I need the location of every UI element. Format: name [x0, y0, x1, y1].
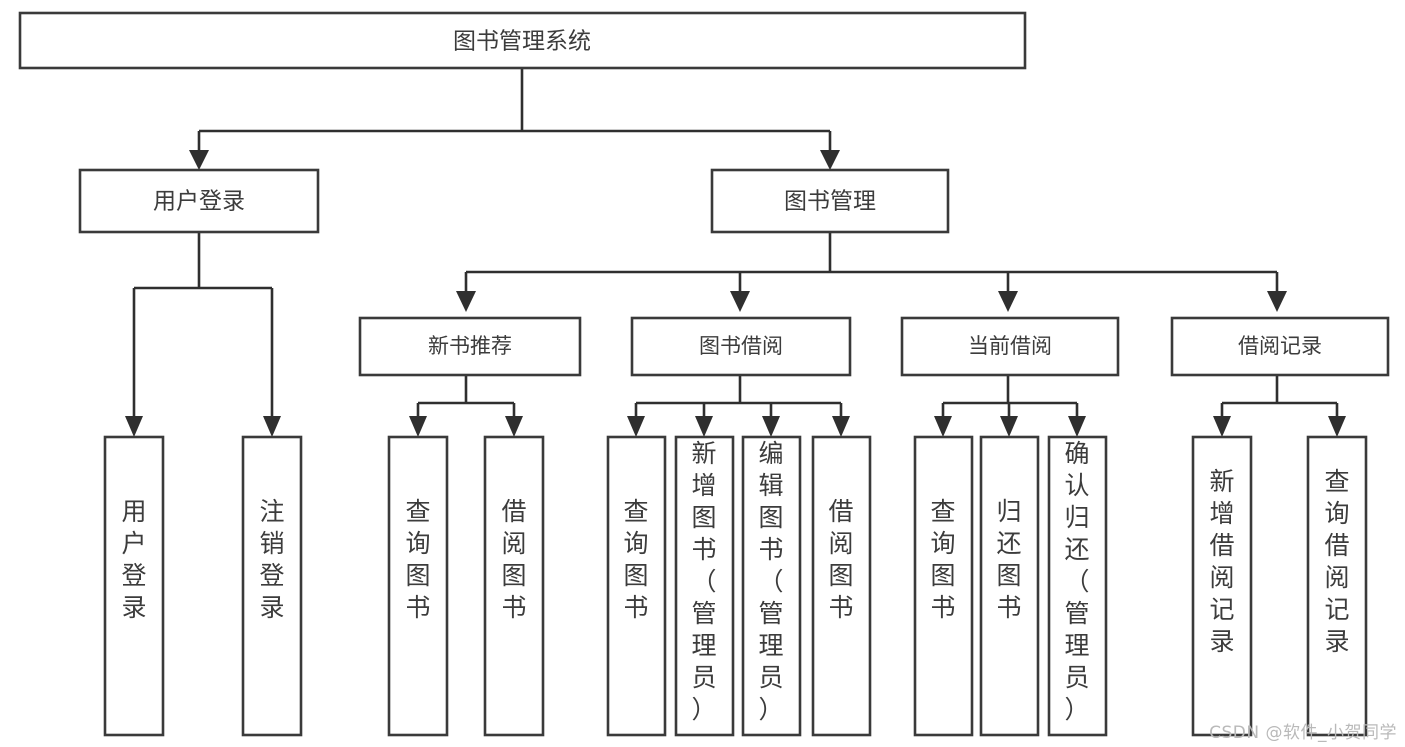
node-new-book-recommend[interactable]: 新书推荐 — [358, 316, 582, 377]
node-current-borrow-label: 当前借阅 — [968, 334, 1052, 358]
leaf-book-borrow-0-label: 查询图书 — [623, 497, 648, 622]
leaf-current-borrow-1-label: 归还图书 — [996, 497, 1021, 622]
node-borrow-record-box[interactable] — [1170, 316, 1390, 377]
leaf-borrow-record-1[interactable]: 查询借阅记录 — [1306, 435, 1368, 737]
node-user-login[interactable]: 用户登录 — [78, 168, 320, 234]
leaf-new-book-0[interactable]: 查询图书 — [387, 435, 449, 737]
leaf-new-book-0-label: 查询图书 — [405, 497, 430, 622]
arrow-current-borrow-leaf2 — [1000, 416, 1018, 437]
node-book-borrow-label: 图书借阅 — [699, 334, 783, 358]
leaf-book-borrow-1-label: 新增图书（管理员） — [691, 439, 716, 724]
leaf-new-book-1[interactable]: 借阅图书 — [483, 435, 545, 737]
node-user-login-box[interactable] — [78, 168, 320, 234]
leaf-new-book-1-box[interactable] — [483, 435, 545, 737]
leaf-current-borrow-0[interactable]: 查询图书 — [913, 435, 974, 737]
node-new-book-recommend-box[interactable] — [358, 316, 582, 377]
node-borrow-record[interactable]: 借阅记录 — [1170, 316, 1390, 377]
node-book-borrow-box[interactable] — [630, 316, 852, 377]
connectors-current-borrow-to-leaves — [934, 375, 1086, 437]
connectors-root-to-level2 — [189, 68, 840, 170]
leaf-book-borrow-0-box[interactable] — [606, 435, 667, 737]
arrow-to-book-borrow — [730, 291, 750, 312]
node-book-manage[interactable]: 图书管理 — [710, 168, 950, 234]
arrow-user-login-leaf2 — [263, 416, 281, 437]
leaf-book-borrow-2-box[interactable] — [741, 435, 802, 737]
leaf-user-login-0-label: 用户登录 — [121, 497, 146, 622]
arrow-to-current-borrow — [998, 291, 1018, 312]
leaf-new-book-1-label: 借阅图书 — [501, 497, 526, 622]
leaf-book-borrow-0[interactable]: 查询图书 — [606, 435, 667, 737]
leaf-current-borrow-2-label: 确认归还（管理员） — [1064, 439, 1089, 724]
connectors-borrow-record-to-leaves — [1213, 375, 1346, 437]
leaf-current-borrow-2-box[interactable] — [1047, 435, 1108, 737]
arrow-to-new-book — [456, 291, 476, 312]
node-current-borrow-box[interactable] — [900, 316, 1120, 377]
leaf-book-borrow-1[interactable]: 新增图书（管理员） — [674, 435, 735, 737]
leaf-new-book-0-box[interactable] — [387, 435, 449, 737]
arrow-borrow-record-leaf2 — [1328, 416, 1346, 437]
arrow-new-book-leaf1 — [409, 416, 427, 437]
leaf-user-login-0-box[interactable] — [103, 435, 165, 737]
connectors-new-book-to-leaves — [409, 375, 523, 437]
leaf-user-login-0[interactable]: 用户登录 — [103, 435, 165, 737]
leaf-current-borrow-1-box[interactable] — [979, 435, 1040, 737]
node-root-label: 图书管理系统 — [453, 29, 591, 55]
node-book-manage-label: 图书管理 — [784, 189, 876, 215]
leaf-book-borrow-3-label: 借阅图书 — [828, 497, 853, 622]
arrow-current-borrow-leaf3 — [1068, 416, 1086, 437]
connectors-book-manage-to-level3 — [456, 232, 1287, 312]
node-book-manage-box[interactable] — [710, 168, 950, 234]
leaf-borrow-record-0[interactable]: 新增借阅记录 — [1191, 435, 1253, 737]
leaf-current-borrow-1[interactable]: 归还图书 — [979, 435, 1040, 737]
connectors-user-login-to-leaves — [125, 232, 281, 437]
leaf-user-login-1-label: 注销登录 — [259, 497, 284, 622]
arrow-to-user-login — [189, 150, 209, 170]
leaf-borrow-record-0-box[interactable] — [1191, 435, 1253, 737]
arrow-book-borrow-leaf4 — [832, 416, 850, 437]
leaf-borrow-record-1-box[interactable] — [1306, 435, 1368, 737]
arrow-borrow-record-leaf1 — [1213, 416, 1231, 437]
node-new-book-recommend-label: 新书推荐 — [428, 334, 512, 358]
arrow-to-book-manage — [820, 150, 840, 170]
arrow-new-book-leaf2 — [505, 416, 523, 437]
leaf-user-login-1-box[interactable] — [241, 435, 303, 737]
arrow-current-borrow-leaf1 — [934, 416, 952, 437]
arrow-to-borrow-record — [1267, 291, 1287, 312]
leaf-book-borrow-3-box[interactable] — [811, 435, 872, 737]
leaf-current-borrow-0-box[interactable] — [913, 435, 974, 737]
leaf-borrow-record-0-label: 新增借阅记录 — [1209, 467, 1234, 656]
node-borrow-record-label: 借阅记录 — [1238, 334, 1322, 358]
leaf-current-borrow-0-label: 查询图书 — [930, 497, 955, 622]
node-user-login-label: 用户登录 — [153, 189, 245, 215]
arrow-book-borrow-leaf2 — [695, 416, 713, 437]
arrow-user-login-leaf1 — [125, 416, 143, 437]
leaf-book-borrow-1-box[interactable] — [674, 435, 735, 737]
leaf-book-borrow-3[interactable]: 借阅图书 — [811, 435, 872, 737]
csdn-watermark: CSDN @软件_小贺同学 — [1209, 723, 1397, 743]
leaf-user-login-1[interactable]: 注销登录 — [241, 435, 303, 737]
node-root-box[interactable] — [18, 11, 1027, 70]
arrow-book-borrow-leaf3 — [762, 416, 780, 437]
connectors-book-borrow-to-leaves — [627, 375, 850, 437]
node-current-borrow[interactable]: 当前借阅 — [900, 316, 1120, 377]
node-root[interactable]: 图书管理系统 — [18, 11, 1027, 70]
leaf-book-borrow-2-label: 编辑图书（管理员） — [758, 439, 783, 724]
leaf-borrow-record-1-label: 查询借阅记录 — [1324, 467, 1349, 656]
arrow-book-borrow-leaf1 — [627, 416, 645, 437]
leaf-book-borrow-2[interactable]: 编辑图书（管理员） — [741, 435, 802, 737]
node-book-borrow[interactable]: 图书借阅 — [630, 316, 852, 377]
leaf-current-borrow-2[interactable]: 确认归还（管理员） — [1047, 435, 1108, 737]
